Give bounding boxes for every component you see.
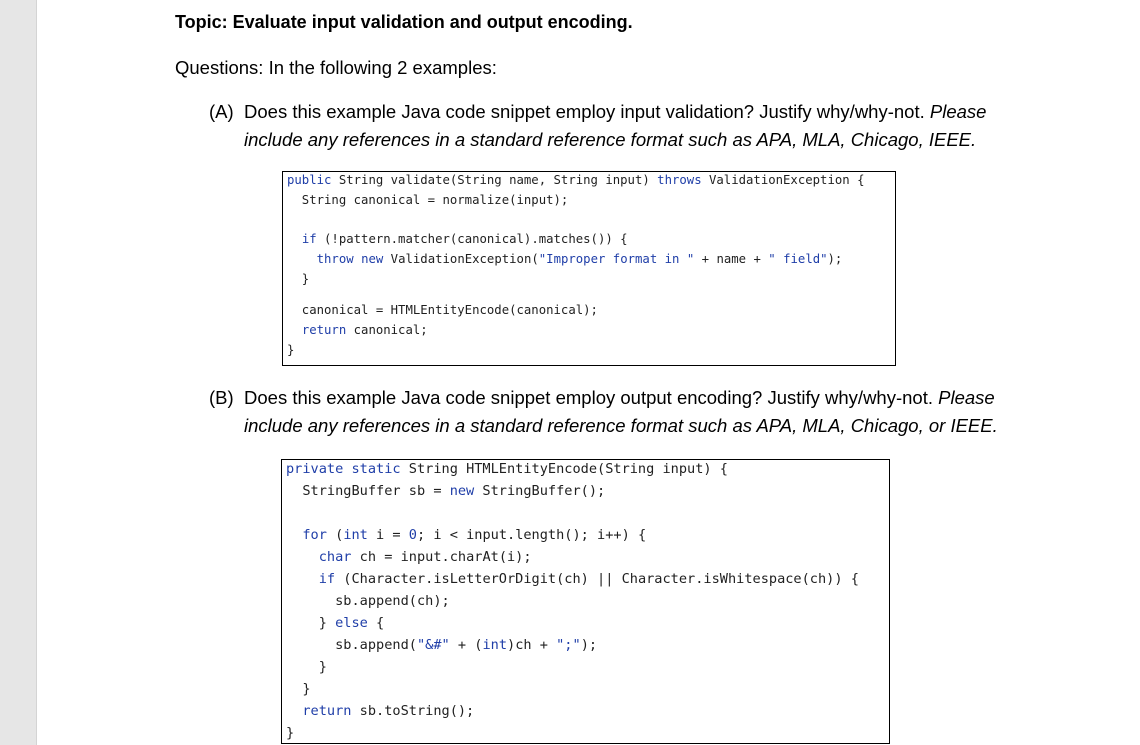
code-token: "&#" [416,637,450,653]
code-token: return [301,323,347,337]
code-line: if (!pattern.matcher(canonical).matches(… [287,232,628,246]
code-token: "Improper format in " [538,252,695,266]
code-token: public [287,173,332,187]
code-token: throw [316,252,354,266]
code-token: 0 [408,527,417,543]
code-token: return [302,703,352,719]
question-b-marker: (B) [209,387,234,408]
code-token: sb.append(ch); [286,593,450,609]
code-snippet-a: public String validate(String name, Stri… [282,171,896,366]
code-token [287,323,302,337]
code-line: } [287,343,294,357]
code-token: ValidationException { [701,173,865,187]
code-token [286,703,302,719]
question-a-line2: include any references in a standard ref… [244,129,977,150]
code-token [286,549,319,565]
code-line: for (int i = 0; i < input.length(); i++)… [286,527,646,543]
code-token: else [335,615,368,631]
code-line: private static String HTMLEntityEncode(S… [286,461,728,477]
code-line: } [287,272,309,286]
code-token: } [286,615,336,631]
code-line: return sb.toString(); [286,703,474,719]
code-line: public String validate(String name, Stri… [287,173,864,187]
question-b-line1: Does this example Java code snippet empl… [244,387,939,408]
code-token: (!pattern.matcher(canonical).matches()) … [316,232,628,246]
code-line: if (Character.isLetterOrDigit(ch) || Cha… [286,571,859,587]
code-line: sb.append(ch); [286,593,450,609]
code-token: String canonical = normalize(input); [287,193,569,207]
question-b-text: Does this example Java code snippet empl… [244,384,998,440]
code-line: } else { [286,615,385,631]
questions-intro: Questions: In the following 2 examples: [175,57,497,78]
code-snippet-b: private static String HTMLEntityEncode(S… [281,459,890,744]
code-token: (Character.isLetterOrDigit(ch) || Charac… [335,571,859,587]
code-line: return canonical; [287,323,428,337]
code-line: } [286,681,311,697]
code-token: sb.append( [286,637,417,653]
code-token: private [286,461,344,477]
question-a-please: Please [929,101,987,122]
question-b-line2: include any references in a standard ref… [244,415,998,436]
document-page: Topic: Evaluate input validation and out… [37,0,1140,745]
code-line: } [286,659,327,675]
code-line: String canonical = normalize(input); [287,193,569,207]
code-token: " field" [768,252,828,266]
code-token: )ch + [507,637,557,653]
code-token: ( [326,527,344,543]
code-token: ValidationException( [383,252,539,266]
code-token: + name + [694,252,769,266]
code-token: canonical; [346,323,428,337]
code-token [286,571,319,587]
code-token: ; i < input.length(); i++) { [416,527,647,543]
code-token [354,252,361,266]
code-token: if [301,232,317,246]
code-token: ";" [556,637,581,653]
code-token: ); [580,637,598,653]
code-token: sb.toString(); [351,703,475,719]
code-token: } [287,343,295,357]
code-line: sb.append("&#" + (int)ch + ";"); [286,637,597,653]
code-token: ch = input.charAt(i); [351,549,532,565]
code-token: static [351,461,401,477]
code-token: StringBuffer(); [474,483,606,499]
code-token: } [286,681,311,697]
code-token: + ( [449,637,483,653]
question-b-please: Please [938,387,995,408]
code-token: int [343,527,368,543]
code-token: i = [367,527,409,543]
code-line: } [286,725,294,741]
code-line: canonical = HTMLEntityEncode(canonical); [287,303,598,317]
code-token: String HTMLEntityEncode(String input) { [400,461,728,477]
code-token [287,232,302,246]
code-line: char ch = input.charAt(i); [286,549,532,565]
code-token: String validate(String name, String inpu… [331,173,658,187]
code-token: } [286,659,327,675]
question-a-line1: Does this example Java code snippet empl… [244,101,930,122]
code-token: StringBuffer sb = [286,483,450,499]
code-token: char [318,549,352,565]
code-token [286,527,302,543]
code-line: StringBuffer sb = new StringBuffer(); [286,483,605,499]
topic-heading: Topic: Evaluate input validation and out… [175,12,633,32]
code-token: new [449,483,475,499]
question-a-text: Does this example Java code snippet empl… [244,98,986,154]
code-token: int [482,637,508,653]
code-token: new [361,252,384,266]
code-token: canonical = HTMLEntityEncode(canonical); [287,303,598,317]
code-token: } [287,272,310,286]
code-token: throws [657,173,702,187]
code-token: if [318,571,336,587]
code-token: for [302,527,327,543]
code-token [287,252,317,266]
code-token: ); [827,252,843,266]
code-line: throw new ValidationException("Improper … [287,252,843,266]
code-token: { [367,615,385,631]
question-a-marker: (A) [209,101,234,122]
page-gutter [0,0,37,745]
code-token: } [286,725,295,741]
